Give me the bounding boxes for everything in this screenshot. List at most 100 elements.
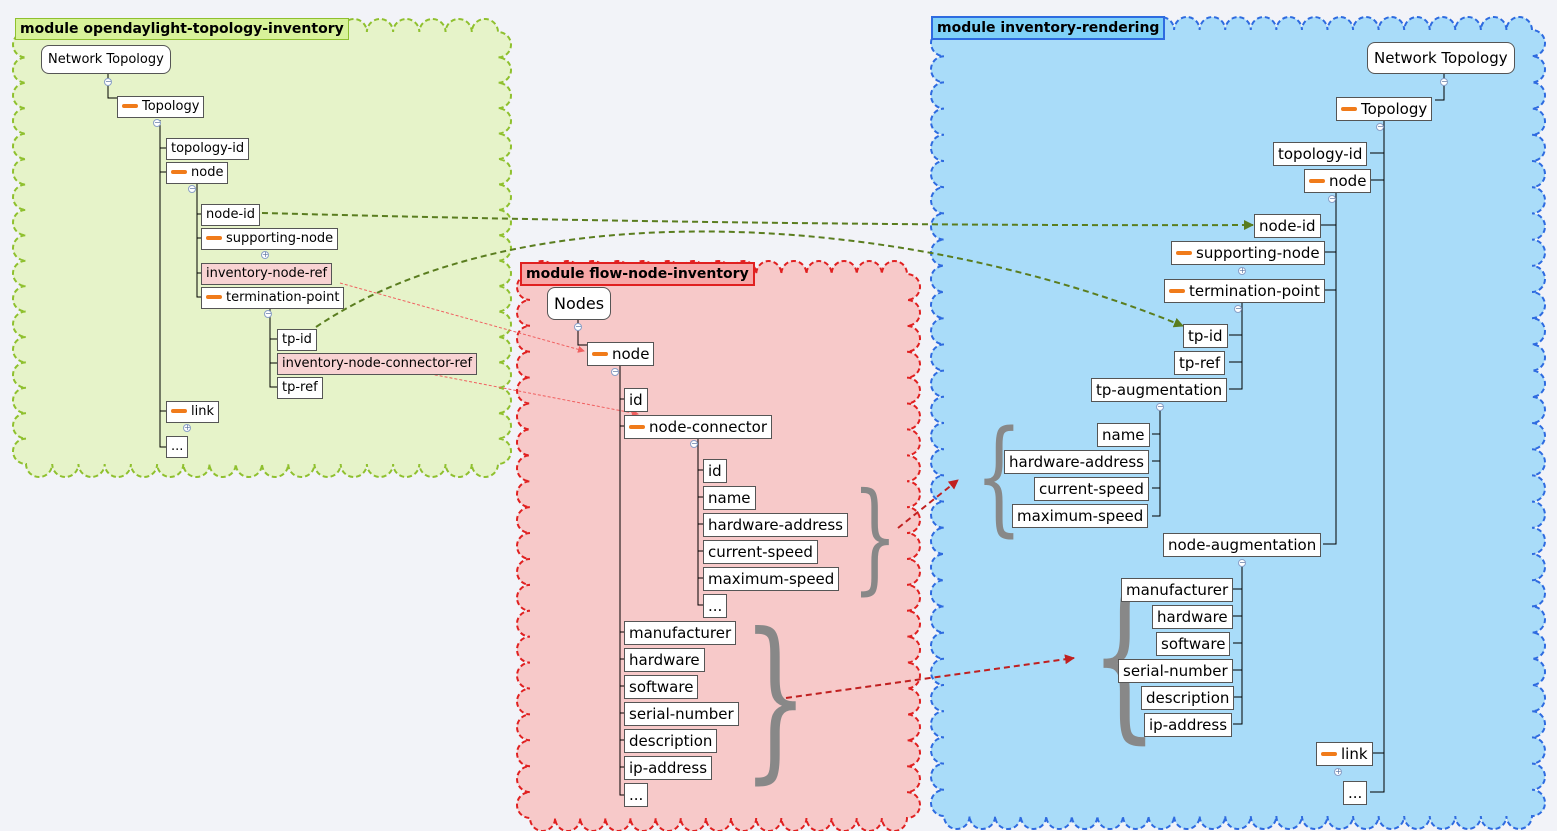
- arrow-node-id: [261, 212, 1254, 231]
- red-node-label: node: [612, 345, 650, 363]
- green-termination-point-label: termination-point: [226, 290, 340, 305]
- collapse-icon[interactable]: −: [104, 77, 112, 86]
- collapse-icon[interactable]: −: [1376, 122, 1384, 131]
- green-root-network-topology[interactable]: Network Topology: [41, 45, 171, 74]
- blue-aug-name[interactable]: name: [1097, 423, 1150, 447]
- ref-line-node-connector: [419, 371, 639, 417]
- green-node-label: node: [191, 165, 224, 180]
- expander-bar-icon: [206, 235, 222, 240]
- arrow-node-connector-augmentation: [897, 479, 959, 529]
- blue-topology[interactable]: Topology: [1336, 97, 1433, 121]
- collapse-icon[interactable]: −: [1156, 402, 1164, 411]
- red-ellipsis[interactable]: ...: [624, 783, 649, 807]
- ref-line-node: [339, 282, 585, 353]
- blue-termination-point-label: termination-point: [1189, 282, 1320, 300]
- collapse-icon[interactable]: −: [574, 322, 582, 331]
- red-description[interactable]: description: [624, 729, 718, 753]
- blue-aug-hardware-address[interactable]: hardware-address: [1004, 450, 1149, 474]
- blue-link[interactable]: link: [1316, 742, 1373, 766]
- green-inventory-node-connector-ref[interactable]: inventory-node-connector-ref: [277, 353, 478, 375]
- expander-bar-icon: [1176, 250, 1192, 255]
- collapse-icon[interactable]: −: [1440, 77, 1448, 86]
- arrow-tp-id: [315, 230, 1184, 328]
- red-nc-current-speed[interactable]: current-speed: [703, 540, 818, 564]
- green-topology[interactable]: Topology: [117, 96, 205, 118]
- blue-aug-current-speed[interactable]: current-speed: [1034, 477, 1149, 501]
- green-topology-label: Topology: [142, 99, 200, 114]
- collapse-icon[interactable]: −: [690, 439, 698, 448]
- blue-serial-number[interactable]: serial-number: [1118, 659, 1233, 683]
- collapse-icon[interactable]: −: [264, 309, 272, 318]
- blue-root-network-topology[interactable]: Network Topology: [1367, 42, 1515, 74]
- red-node-connector[interactable]: node-connector: [624, 415, 772, 439]
- collapse-icon[interactable]: −: [1328, 194, 1336, 203]
- red-serial-number[interactable]: serial-number: [624, 702, 739, 726]
- brace-node-attrs: }: [742, 597, 809, 800]
- blue-link-label: link: [1341, 745, 1368, 763]
- blue-aug-maximum-speed[interactable]: maximum-speed: [1012, 504, 1149, 528]
- green-ellipsis[interactable]: ...: [166, 436, 189, 458]
- module-title-topology-inventory: module opendaylight-topology-inventory: [15, 18, 349, 40]
- blue-description[interactable]: description: [1141, 686, 1235, 710]
- red-nc-ellipsis[interactable]: ...: [703, 594, 728, 618]
- cloud-inventory-rendering: [930, 16, 1546, 830]
- expander-bar-icon: [206, 294, 222, 299]
- brace-node-connector-attrs: }: [852, 468, 898, 607]
- green-tp-ref[interactable]: tp-ref: [277, 377, 323, 399]
- expander-bar-icon: [1169, 288, 1185, 293]
- red-root-nodes[interactable]: Nodes: [547, 287, 612, 320]
- blue-tp-augmentation[interactable]: tp-augmentation: [1091, 378, 1228, 402]
- blue-hardware[interactable]: hardware: [1152, 605, 1233, 629]
- expand-icon[interactable]: +: [261, 250, 269, 259]
- expand-icon[interactable]: +: [183, 423, 191, 432]
- expander-bar-icon: [171, 169, 187, 174]
- expander-bar-icon: [629, 424, 645, 429]
- green-link[interactable]: link: [166, 401, 219, 423]
- red-nc-maximum-speed[interactable]: maximum-speed: [703, 567, 840, 591]
- green-node-id[interactable]: node-id: [201, 204, 260, 226]
- blue-topology-id[interactable]: topology-id: [1273, 142, 1368, 166]
- expander-bar-icon: [1309, 178, 1325, 183]
- collapse-icon[interactable]: −: [1234, 304, 1242, 313]
- red-node[interactable]: node: [587, 342, 655, 366]
- blue-node-id[interactable]: node-id: [1254, 214, 1321, 238]
- expander-bar-icon: [122, 103, 138, 108]
- blue-topology-label: Topology: [1361, 100, 1428, 118]
- red-nc-id[interactable]: id: [703, 459, 727, 483]
- blue-node-augmentation[interactable]: node-augmentation: [1163, 533, 1322, 557]
- blue-node[interactable]: node: [1304, 169, 1372, 193]
- expand-icon[interactable]: +: [1334, 767, 1342, 776]
- red-nc-hardware-address[interactable]: hardware-address: [703, 513, 848, 537]
- red-hardware[interactable]: hardware: [624, 648, 705, 672]
- red-nc-name[interactable]: name: [703, 486, 756, 510]
- module-title-flow-node-inventory: module flow-node-inventory: [520, 262, 755, 286]
- green-topology-id[interactable]: topology-id: [166, 138, 250, 160]
- blue-tp-ref[interactable]: tp-ref: [1174, 351, 1226, 375]
- red-manufacturer[interactable]: manufacturer: [624, 621, 737, 645]
- collapse-icon[interactable]: −: [188, 184, 196, 193]
- blue-node-label: node: [1329, 172, 1367, 190]
- red-id[interactable]: id: [624, 388, 648, 412]
- red-software[interactable]: software: [624, 675, 699, 699]
- green-termination-point[interactable]: termination-point: [201, 287, 345, 309]
- green-tp-id[interactable]: tp-id: [277, 329, 317, 351]
- green-inventory-node-ref[interactable]: inventory-node-ref: [201, 263, 333, 285]
- blue-ip-address[interactable]: ip-address: [1144, 713, 1233, 737]
- green-supporting-node-label: supporting-node: [226, 231, 334, 246]
- collapse-icon[interactable]: −: [611, 367, 619, 376]
- green-supporting-node[interactable]: supporting-node: [201, 228, 339, 250]
- blue-tp-id[interactable]: tp-id: [1183, 324, 1228, 348]
- blue-termination-point[interactable]: termination-point: [1164, 279, 1325, 303]
- blue-supporting-node[interactable]: supporting-node: [1171, 241, 1325, 265]
- expand-icon[interactable]: +: [1238, 266, 1246, 275]
- expander-bar-icon: [592, 351, 608, 356]
- blue-ellipsis[interactable]: ...: [1343, 781, 1368, 805]
- collapse-icon[interactable]: −: [153, 118, 161, 127]
- blue-manufacturer[interactable]: manufacturer: [1121, 578, 1234, 602]
- blue-software[interactable]: software: [1156, 632, 1231, 656]
- red-ip-address[interactable]: ip-address: [624, 756, 713, 780]
- expander-bar-icon: [1341, 106, 1357, 111]
- collapse-icon[interactable]: −: [1238, 558, 1246, 567]
- green-node[interactable]: node: [166, 162, 229, 184]
